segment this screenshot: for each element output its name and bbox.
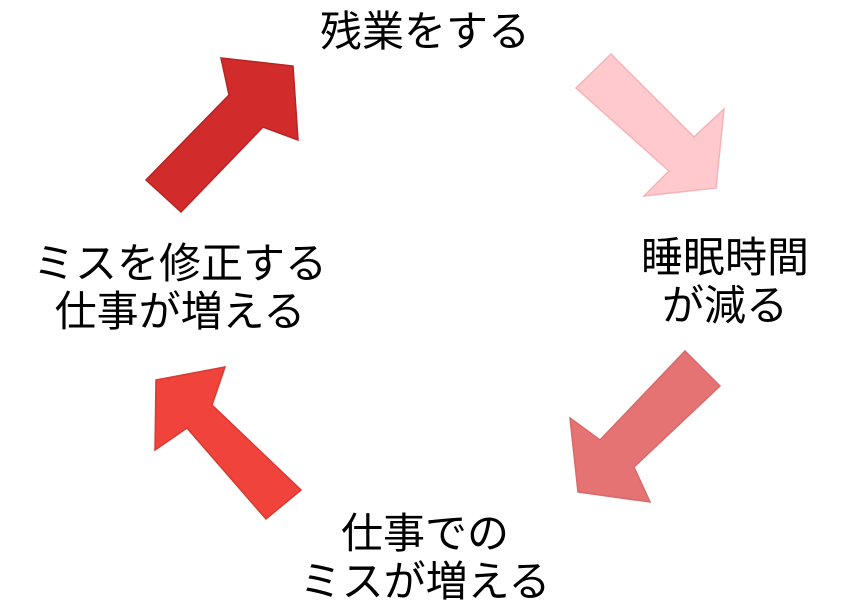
- node-more-mistakes: 仕事での ミスが増える: [255, 510, 595, 606]
- node-overtime-line-1: 残業をする: [319, 7, 530, 56]
- node-overtime: 残業をする: [255, 8, 595, 56]
- node-less-sleep: 睡眠時間 が減る: [605, 234, 845, 330]
- arrow-bottom-right: [569, 349, 722, 503]
- node-more-fix-work-line-2: 仕事が増える: [54, 287, 306, 336]
- node-more-fix-work: ミスを修正する 仕事が増える: [0, 240, 360, 336]
- arrow-bottom-left: [154, 366, 303, 521]
- node-more-fix-work-line-1: ミスを修正する: [32, 239, 327, 288]
- arrow-top-left: [144, 57, 299, 214]
- node-less-sleep-line-1: 睡眠時間: [640, 233, 809, 282]
- node-more-mistakes-line-2: ミスが増える: [299, 557, 551, 606]
- arrow-top-right: [574, 52, 725, 197]
- node-less-sleep-line-2: が減る: [661, 281, 788, 330]
- node-more-mistakes-line-1: 仕事での: [340, 509, 509, 558]
